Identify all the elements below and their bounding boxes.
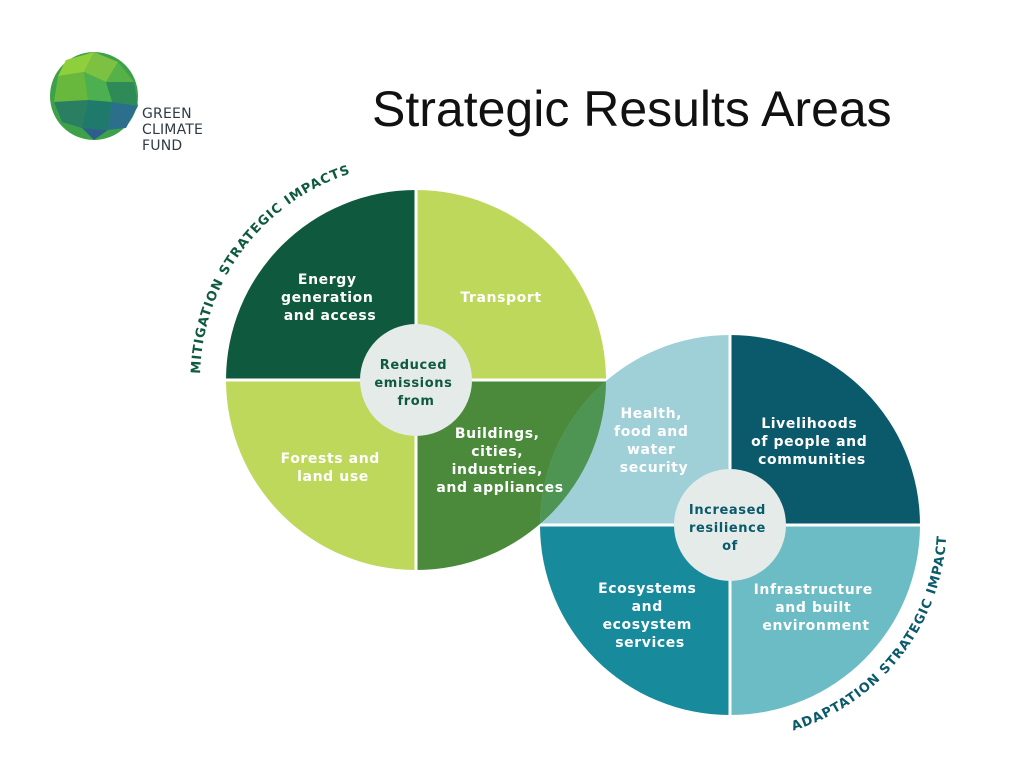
buildings-label: Buildings, cities, industries, and appli… xyxy=(436,426,563,496)
adaptation-center-circle xyxy=(674,469,786,581)
energy-label: Energy generation and access xyxy=(281,272,379,324)
logo-line: GREEN xyxy=(142,106,192,122)
globe-logo-icon xyxy=(50,52,138,140)
logo-line: FUND xyxy=(142,138,183,154)
livelihoods-label: Livelihoods of people and communities xyxy=(751,416,873,468)
green-climate-fund-logo: GREEN CLIMATE FUND xyxy=(48,50,218,170)
infrastructure-label: Infrastructure and built environment xyxy=(754,582,879,634)
transport-label: Transport xyxy=(460,290,541,306)
adaptation-center-label: Increased resilience of xyxy=(689,503,771,554)
logo-line: CLIMATE xyxy=(142,122,204,138)
strategic-results-diagram: Reduced emissions from Increased resilie… xyxy=(176,160,949,734)
mitigation-center-circle xyxy=(360,324,472,436)
forests-label: Forests and land use xyxy=(281,451,386,485)
health-label: Health, food and water security xyxy=(614,406,694,476)
mitigation-center-label: Reduced emissions from xyxy=(374,358,457,409)
logo-wordmark: GREEN CLIMATE FUND xyxy=(142,106,203,154)
ecosystems-label: Ecosystems and ecosystem services xyxy=(598,581,702,651)
page-title: Strategic Results Areas xyxy=(372,81,892,137)
